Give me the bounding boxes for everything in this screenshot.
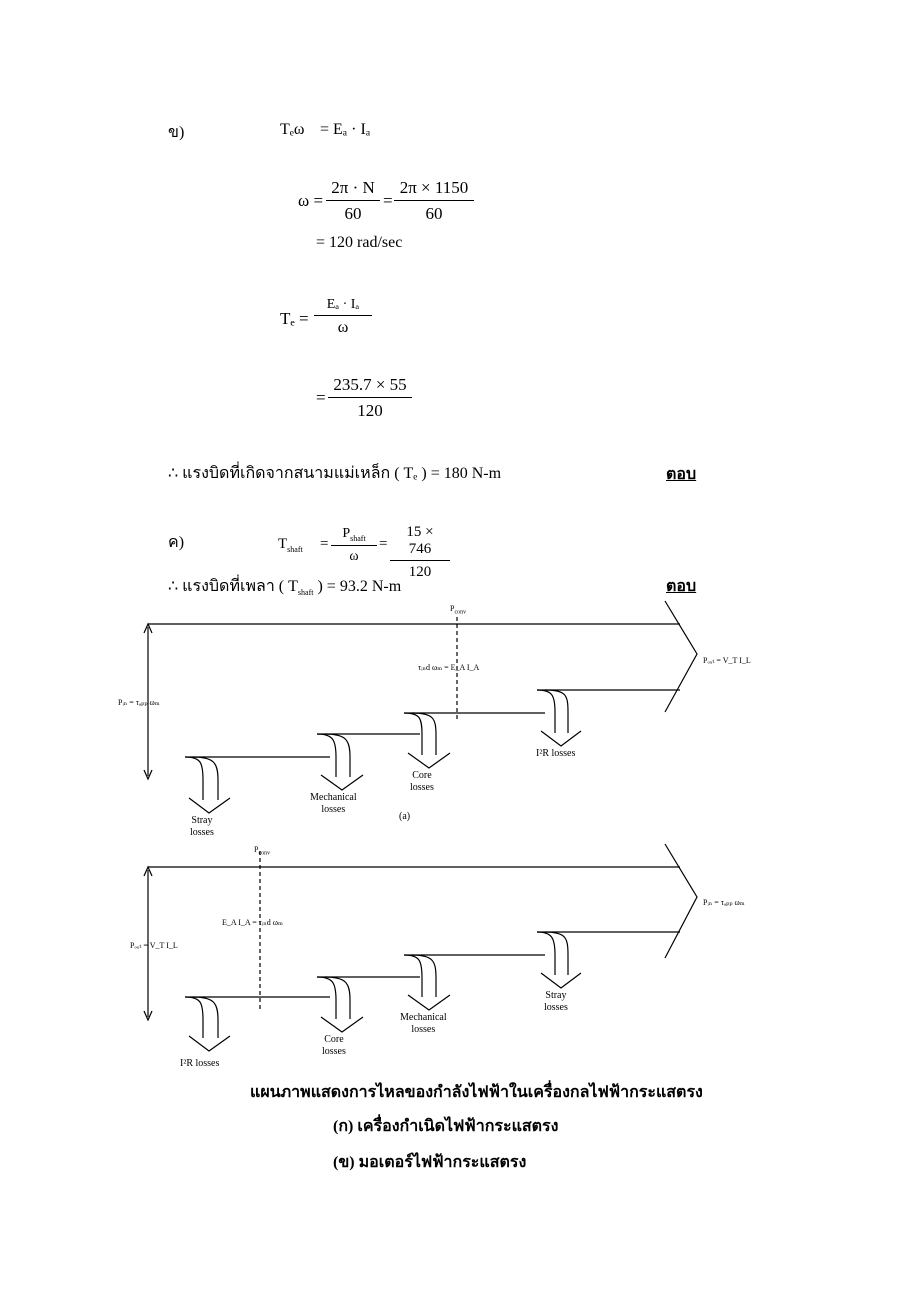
diagram-a-lines [143, 600, 698, 781]
diagram-a-pout: Pₒᵤₜ = V_T I_L [703, 656, 751, 665]
diagram-b-i2r-losses: I²R losses [180, 1058, 220, 1069]
tshaft-num-1-p: P [342, 526, 351, 541]
eq-power-lhs: Tₑω [280, 121, 305, 138]
diagram-b-loss-arrows [184, 931, 582, 1052]
diagram-a-pconv-p: P [450, 604, 455, 613]
te-num: Eₐ · Iₐ [314, 297, 372, 316]
tshaft-den-2: 120 [408, 564, 432, 580]
omega-lhs: ω = [298, 191, 324, 210]
part-b-label: ข) [168, 124, 185, 141]
figure-subcaption-b: (ข) มอเตอร์ไฟฟ้ากระแสตรง [333, 1154, 527, 1171]
tshaft-lhs-sub: shaft [287, 545, 303, 554]
tshaft-num-1-sub: shaft [350, 533, 366, 543]
diagram-a-tau-ind: τᵢₙd ωₘ = E_A I_A [418, 663, 480, 672]
te-den: ω [337, 319, 349, 336]
te-fraction-2: 235.7 × 55 120 [328, 375, 412, 421]
te-den-2: 120 [357, 401, 383, 420]
tshaft-answer-text: ∴ แรงบิดที่เพลา ( T [168, 578, 298, 595]
tshaft-num-1: Pshaft [331, 526, 377, 546]
diagram-a-mechanical-losses: Mechanical losses [310, 792, 357, 815]
diagram-b-pconv-sub: conv [258, 850, 271, 857]
figure-title: แผนภาพแสดงการไหลของกำลังไฟฟ้าในเครื่องกล… [250, 1084, 703, 1101]
tshaft-lhs-t: T [278, 536, 288, 552]
diagram-b-core-losses: Core losses [322, 1034, 346, 1057]
diagram-a-pconv-sub: conv [454, 609, 467, 616]
tshaft-answer-sub: shaft [297, 588, 314, 598]
tshaft-den-1: ω [349, 548, 359, 564]
eq-power-rhs: = Eₐ · Iₐ [320, 121, 371, 138]
tshaft-eq-2: = [379, 536, 388, 552]
tshaft-lhs: Tshaft [278, 536, 303, 554]
tshaft-fraction-2: 15 × 746 120 [390, 524, 450, 581]
te-answer-line: ∴ แรงบิดที่เกิดจากสนามแม่เหล็ก ( Tₑ ) = … [168, 465, 502, 482]
diagram-b-ea-ia: E_A I_A = τᵢₙd ωₘ [222, 918, 283, 927]
tshaft-fraction-1: Pshaft ω [331, 526, 377, 565]
te-lhs: Tₑ = [280, 309, 309, 328]
diagram-a-loss-arrows [184, 689, 582, 814]
diagram-b-pconv-p: P [254, 845, 259, 854]
diagram-b-pout: Pₒᵤₜ = V_T I_L [130, 941, 178, 950]
te-answer-tag: ตอบ [666, 466, 697, 483]
omega-den-2: 60 [425, 204, 443, 223]
diagram-b-lines [143, 843, 698, 1022]
tshaft-answer-line: ∴ แรงบิดที่เพลา ( Tshaft ) = 93.2 N-m [168, 574, 401, 599]
diagram-b-stray-losses: Stray losses [544, 990, 568, 1013]
omega-fraction-1: 2π · N 60 [326, 178, 380, 224]
diagram-a-core-losses: Core losses [410, 770, 434, 793]
te-eq: = [316, 388, 326, 407]
omega-num-1: 2π · N [326, 178, 380, 201]
diagram-b-pconv: Pconv [254, 844, 270, 860]
diagram-a-stray-losses: Stray losses [190, 815, 214, 838]
omega-num-2: 2π × 1150 [394, 178, 474, 201]
tshaft-num-2: 15 × 746 [390, 524, 450, 561]
omega-fraction-2: 2π × 1150 60 [394, 178, 474, 224]
diagram-b-mechanical-losses: Mechanical losses [400, 1012, 447, 1035]
diagram-b-pin: Pᵢₙ = τₐₚₚ ωₘ [703, 898, 745, 907]
te-fraction: Eₐ · Iₐ ω [314, 297, 372, 337]
tshaft-answer-tag: ตอบ [666, 578, 697, 595]
figure-subcaption-a: (ก) เครื่องกำเนิดไฟฟ้ากระแสตรง [333, 1118, 559, 1135]
omega-result: = 120 rad/sec [316, 234, 403, 251]
tshaft-eq: = [320, 536, 329, 552]
te-num-2: 235.7 × 55 [328, 375, 412, 398]
tshaft-answer-rest: ) = 93.2 N-m [313, 578, 402, 595]
diagram-a-pin: Pᵢₙ = τₐₚₚ ωₘ [118, 698, 160, 707]
diagram-a-pconv: Pconv [450, 603, 466, 619]
diagram-a-i2r-losses: I²R losses [536, 748, 576, 759]
part-c-label: ค) [168, 534, 185, 551]
diagram-a-caption: (a) [399, 811, 411, 822]
omega-den-1: 60 [344, 204, 362, 223]
omega-eq-2: = [383, 191, 393, 210]
